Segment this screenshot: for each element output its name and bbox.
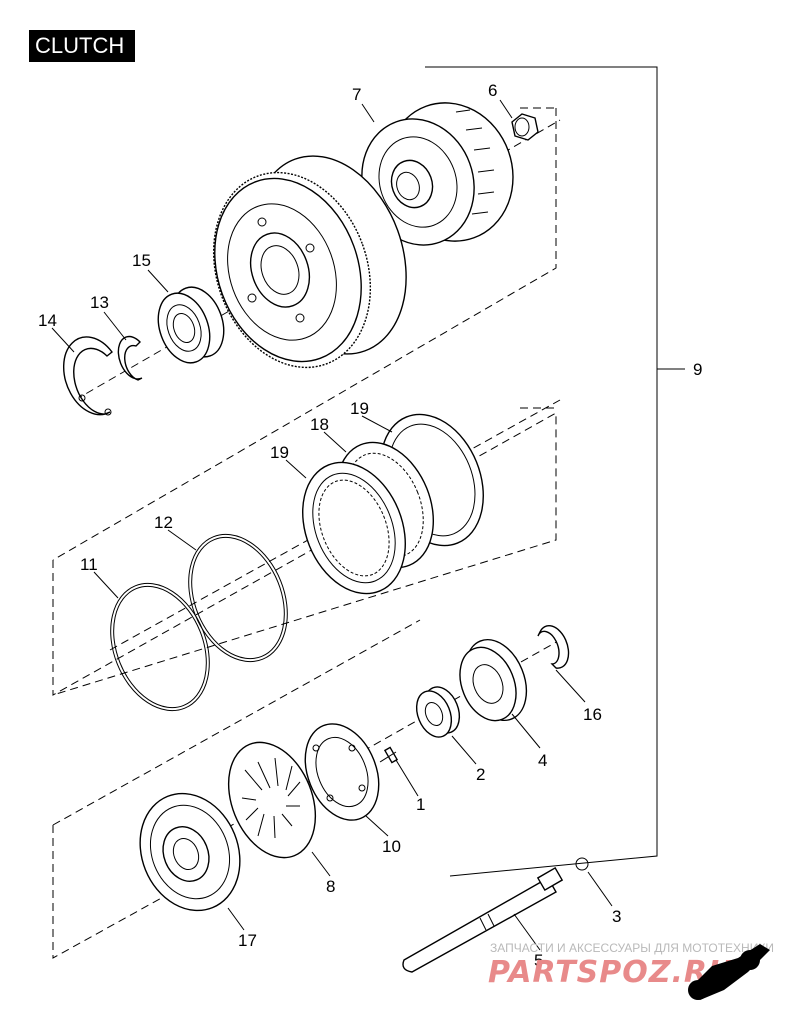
callout-3: 3 bbox=[612, 907, 621, 926]
part-11-o-ring bbox=[110, 582, 210, 712]
part-14-retaining-ring bbox=[63, 336, 113, 416]
callout-8: 8 bbox=[326, 877, 335, 896]
axis-line-middle bbox=[109, 399, 561, 651]
part-15-bearing bbox=[157, 286, 225, 364]
callout-5: 5 bbox=[534, 951, 543, 970]
group-outline-middle bbox=[52, 407, 557, 696]
part-clutch-shell-sprocket bbox=[212, 155, 407, 369]
part-10-pressure-plate bbox=[304, 723, 380, 821]
part-3-retaining-ring bbox=[575, 857, 589, 871]
part-12-o-ring bbox=[188, 533, 288, 663]
callout-18: 18 bbox=[310, 415, 329, 434]
callout-10: 10 bbox=[382, 837, 401, 856]
part-2-bearing bbox=[415, 686, 461, 738]
callout-2: 2 bbox=[476, 765, 485, 784]
group-outline-top bbox=[52, 107, 557, 561]
leader-lines bbox=[51, 99, 613, 951]
callout-15: 15 bbox=[132, 251, 151, 270]
callout-4: 4 bbox=[538, 751, 547, 770]
callout-12: 12 bbox=[154, 513, 173, 532]
callout-1: 1 bbox=[416, 795, 425, 814]
part-19-friction-plate-front bbox=[302, 461, 406, 595]
callout-14: 14 bbox=[38, 311, 57, 330]
callout-9: 9 bbox=[693, 360, 702, 379]
callout-17: 17 bbox=[238, 931, 257, 950]
part-13-retaining-ring bbox=[117, 335, 143, 381]
callout-6: 6 bbox=[488, 81, 497, 100]
part-6-nut bbox=[511, 113, 539, 141]
callout-16: 16 bbox=[583, 705, 602, 724]
part-16-snap-ring bbox=[537, 625, 570, 669]
callout-19-rear: 19 bbox=[350, 399, 369, 418]
callout-19-front: 19 bbox=[270, 443, 289, 462]
part-5-push-rod bbox=[402, 866, 564, 973]
callout-7: 7 bbox=[352, 85, 361, 104]
group-outline-bottom bbox=[52, 619, 421, 959]
part-8-diaphragm-spring bbox=[227, 741, 317, 859]
part-1-screw bbox=[379, 746, 399, 764]
callout-13: 13 bbox=[90, 293, 109, 312]
part-4-release-plate bbox=[459, 638, 528, 722]
watermark-motorcycle-icon bbox=[688, 944, 770, 1000]
assembly-bracket bbox=[425, 66, 685, 877]
callout-11: 11 bbox=[80, 555, 98, 574]
page-title: CLUTCH bbox=[29, 30, 135, 62]
watermark-tagline: ЗАПЧАСТИ И АКСЕССУАРЫ ДЛЯ МОТОТЕХНИКИ bbox=[490, 941, 774, 955]
part-17-clutch-plate bbox=[139, 792, 241, 912]
